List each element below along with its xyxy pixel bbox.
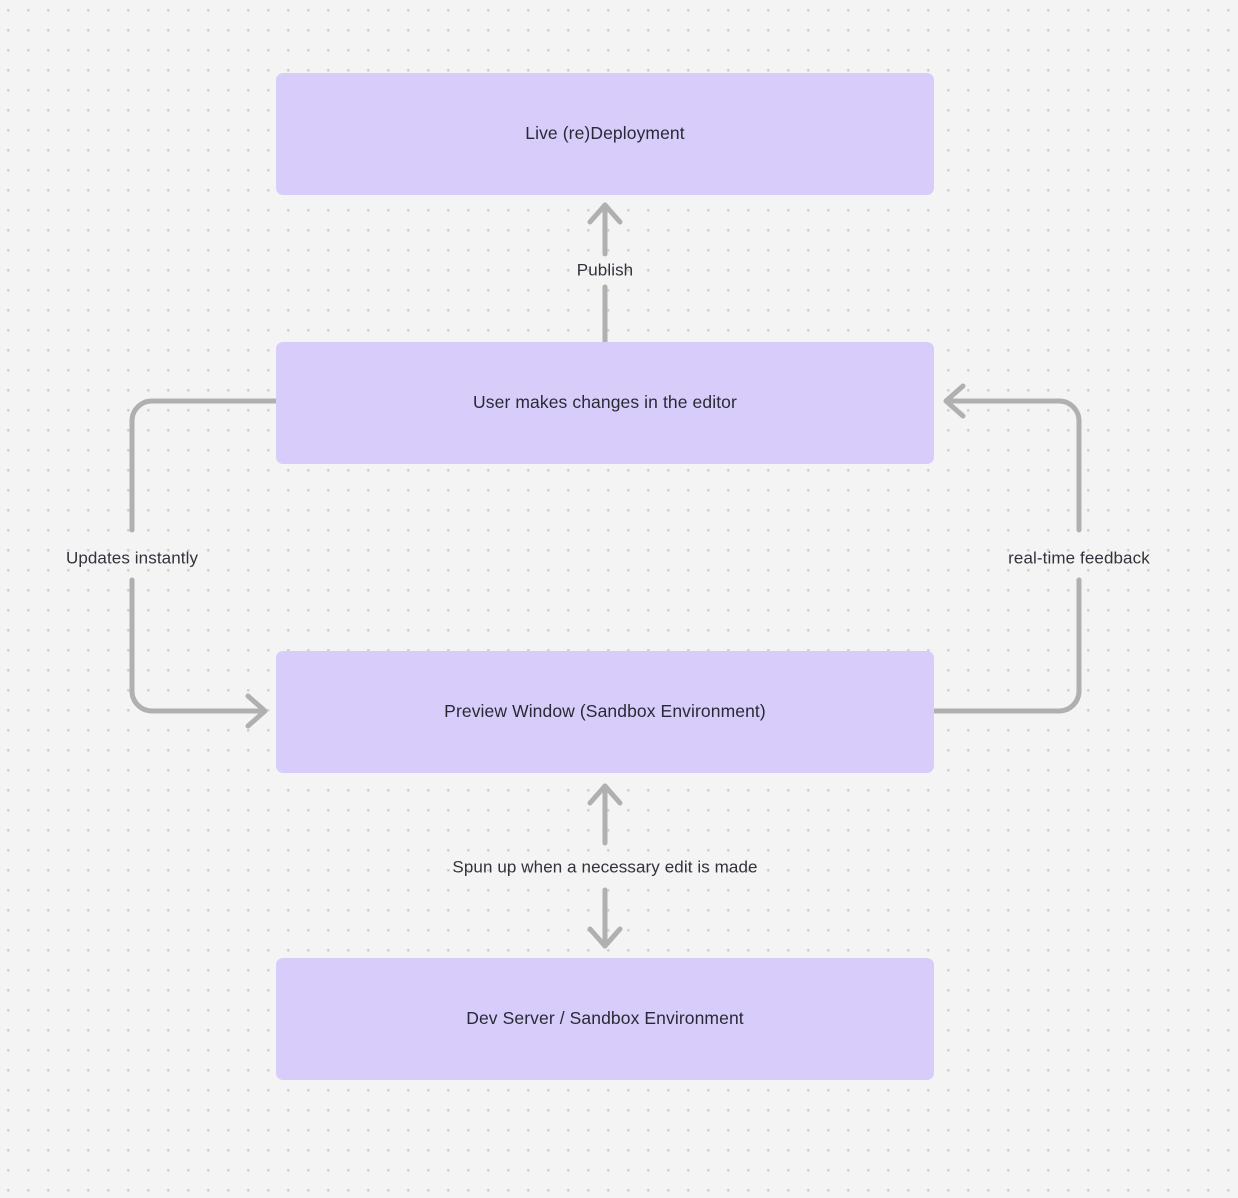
node-preview-window[interactable]: Preview Window (Sandbox Environment): [276, 651, 934, 773]
node-live-deployment-label: Live (re)Deployment: [525, 123, 685, 144]
node-user-edits-label: User makes changes in the editor: [473, 392, 737, 413]
node-preview-window-label: Preview Window (Sandbox Environment): [444, 701, 766, 722]
node-dev-server[interactable]: Dev Server / Sandbox Environment: [276, 958, 934, 1080]
node-live-deployment[interactable]: Live (re)Deployment: [276, 73, 934, 195]
edge-label-updates-instantly: Updates instantly: [65, 548, 199, 568]
node-user-edits[interactable]: User makes changes in the editor: [276, 342, 934, 464]
edge-label-real-time-feedback: real-time feedback: [1008, 548, 1150, 568]
edge-label-spun-up: Spun up when a necessary edit is made: [452, 857, 758, 877]
node-dev-server-label: Dev Server / Sandbox Environment: [466, 1008, 744, 1029]
edge-label-publish: Publish: [576, 260, 634, 280]
